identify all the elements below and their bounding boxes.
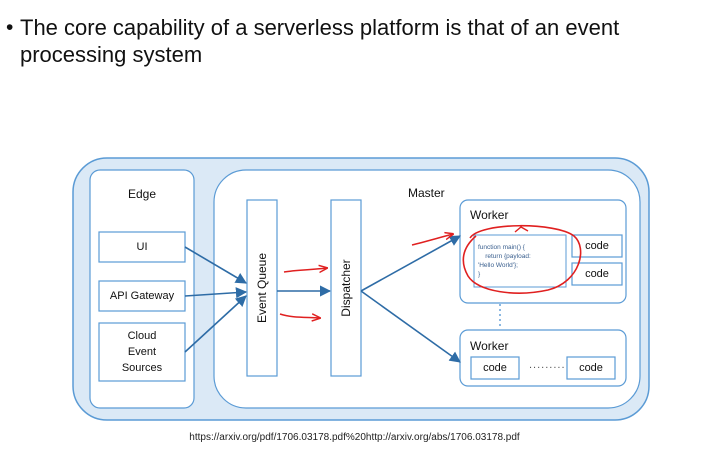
worker-top-code-label-1: code [585,240,609,252]
worker-top-title: Worker [470,208,509,222]
master-title: Master [408,186,445,200]
bullet-marker: • [6,16,14,39]
annotation-red-circle [462,224,582,294]
dispatcher-box [330,199,362,377]
arrow-dispatcher-to-worker-top [360,235,461,292]
arrow-api-to-queue [184,287,248,299]
worker-bottom-code-label-left: code [483,362,507,374]
arrow-cloud-to-queue [184,295,247,353]
annotation-red-arrow-queue-bottom [279,314,320,318]
arrow-dispatcher-to-worker-bottom [360,290,461,363]
slide-bullet-text: The core capability of a serverless plat… [20,15,620,67]
arrow-ui-to-queue [184,246,247,284]
function-code-box [473,234,567,288]
worker-bottom-title: Worker [470,339,509,353]
dispatcher-label: Dispatcher [339,259,353,317]
annotation-red-tick [514,226,529,233]
worker-top-code-label-2: code [585,268,609,280]
annotation-red-arrow-queue-top [283,268,327,272]
worker-bottom-ellipsis: ......... [529,359,566,371]
ui-box [98,231,186,263]
worker-bottom-code-box-left [470,356,520,380]
event-queue-label: Event Queue [255,252,269,324]
worker-bottom-code-label-right: code [579,362,603,374]
annotation-red-arrow-worker [411,234,453,246]
worker-top-code-box-1 [571,234,623,258]
api-gateway-label: API Gateway [109,290,175,302]
ui-label: UI [136,241,148,253]
cloud-event-sources-box [98,322,186,382]
source-citation: https://arxiv.org/pdf/1706.03178.pdf%20h… [189,432,520,443]
function-code-text: function main() { return {payload: 'Hell… [478,244,531,278]
cloud-event-sources-label: Cloud Event Sources [121,330,163,374]
event-queue-box [246,199,278,377]
edge-title: Edge [127,187,157,201]
worker-bottom-code-box-right [566,356,616,380]
